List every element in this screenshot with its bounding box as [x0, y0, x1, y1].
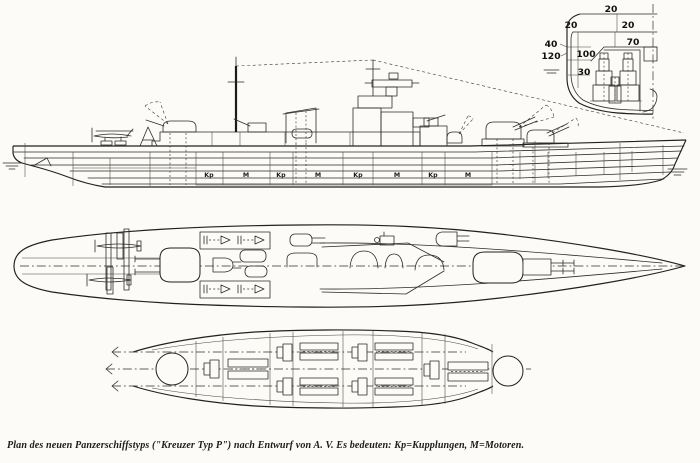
propeller-symbols — [105, 346, 119, 392]
deckhouse-plan-1 — [239, 249, 267, 263]
deck-outline — [13, 224, 686, 308]
forward-gun-mount-plan — [435, 231, 470, 247]
inner-shell — [570, 31, 654, 111]
stowage-box-port — [199, 280, 271, 299]
foremast — [365, 59, 381, 97]
waterline-mark-section — [543, 69, 560, 74]
main-turret-b-side — [481, 104, 555, 147]
side-elevation-view: Kp M Kp M Kp M Kp M — [2, 56, 688, 188]
funnel-plan-arch — [286, 252, 318, 268]
antenna-cables — [235, 59, 685, 134]
armor-value-second-deck: 20 — [622, 20, 635, 31]
waterline-mark-stern — [2, 162, 22, 170]
seaplane-plan-1 — [94, 232, 142, 260]
main-turret-a-side — [522, 117, 579, 148]
armor-value-lower-belt: 30 — [578, 67, 591, 78]
superstructure — [91, 56, 685, 148]
armor-cross-section: 20 20 20 40 70 100 120 30 — [541, 4, 658, 120]
machinery-deck-plan — [105, 329, 531, 409]
hull-profile — [2, 139, 688, 188]
machinery-compartment-grid — [73, 133, 633, 186]
ship-boat — [291, 128, 313, 139]
figure-caption: Plan des neuen Panzerschiffstyps ("Kreuz… — [7, 440, 525, 451]
catapult-crane-frame — [139, 126, 158, 147]
leader-ticks — [559, 43, 568, 57]
waterline-mark-bow — [667, 168, 688, 176]
aft-main-turret-plan — [134, 247, 201, 283]
armor-value-armor-deck: 70 — [627, 37, 640, 48]
catapult-rail-1 — [105, 232, 112, 291]
station-lines — [24, 141, 664, 186]
outer-shell — [566, 13, 654, 115]
deck-sheer-line — [13, 139, 687, 147]
motors — [227, 342, 489, 396]
stern-profile — [12, 146, 34, 167]
forward-secondary-turret — [446, 131, 463, 144]
hull-edge-port — [132, 385, 494, 409]
seaplane-side-view — [91, 127, 134, 146]
armor-value-upper-side: 20 — [565, 20, 578, 31]
funnel — [282, 107, 320, 144]
forward-barbette-circle — [492, 355, 524, 387]
compartment-label-m4: M — [465, 172, 471, 179]
stowage-box-starboard — [199, 231, 271, 250]
aft-turret-elevation-fan — [144, 101, 169, 125]
catapult-rail-2 — [123, 228, 130, 291]
compartment-label-m1: M — [243, 172, 249, 179]
deckhouse-plan-2 — [244, 265, 268, 278]
aft-director-plan — [212, 257, 242, 273]
armor-value-upper-belt: 40 — [545, 39, 558, 50]
armor-deck-line — [590, 46, 658, 62]
armor-thickness-labels: 20 20 20 40 70 100 120 30 — [541, 4, 639, 78]
compartment-label-kp2: Kp — [276, 172, 286, 179]
compartment-label-m2: M — [315, 172, 321, 179]
aft-secondary-turret — [162, 120, 197, 133]
tower-bridge — [352, 59, 420, 147]
boat-with-davits — [289, 233, 326, 247]
engine-silhouettes — [590, 52, 642, 104]
hull-edge-starboard — [132, 329, 494, 353]
aa-gun-midship — [233, 115, 267, 133]
deck-plan-view — [13, 224, 686, 308]
aft-barbette-circle — [155, 352, 189, 386]
compartment-label-m3: M — [394, 172, 400, 179]
compartment-label-kp3: Kp — [353, 172, 363, 179]
seaplane-plan-2 — [86, 266, 132, 295]
armor-value-main-belt: 120 — [541, 51, 560, 62]
aa-gun-forward — [412, 114, 446, 128]
armor-value-top-deck: 20 — [605, 4, 618, 15]
barbette-trunk-dashes — [169, 133, 550, 185]
compartment-labels: Kp M Kp M Kp M Kp M — [204, 172, 471, 179]
forecastle-deck-edges — [319, 242, 663, 290]
couplings — [203, 343, 440, 396]
keel-line — [32, 139, 687, 188]
armor-value-slope: 100 — [576, 49, 595, 60]
compartment-label-kp1: Kp — [204, 172, 214, 179]
compartment-label-kp4: Kp — [428, 172, 438, 179]
torpedo-shapes — [203, 235, 265, 294]
forward-superstructure-plan — [321, 231, 445, 295]
rangefinder — [371, 79, 413, 88]
forward-main-turret-plan — [472, 251, 575, 284]
